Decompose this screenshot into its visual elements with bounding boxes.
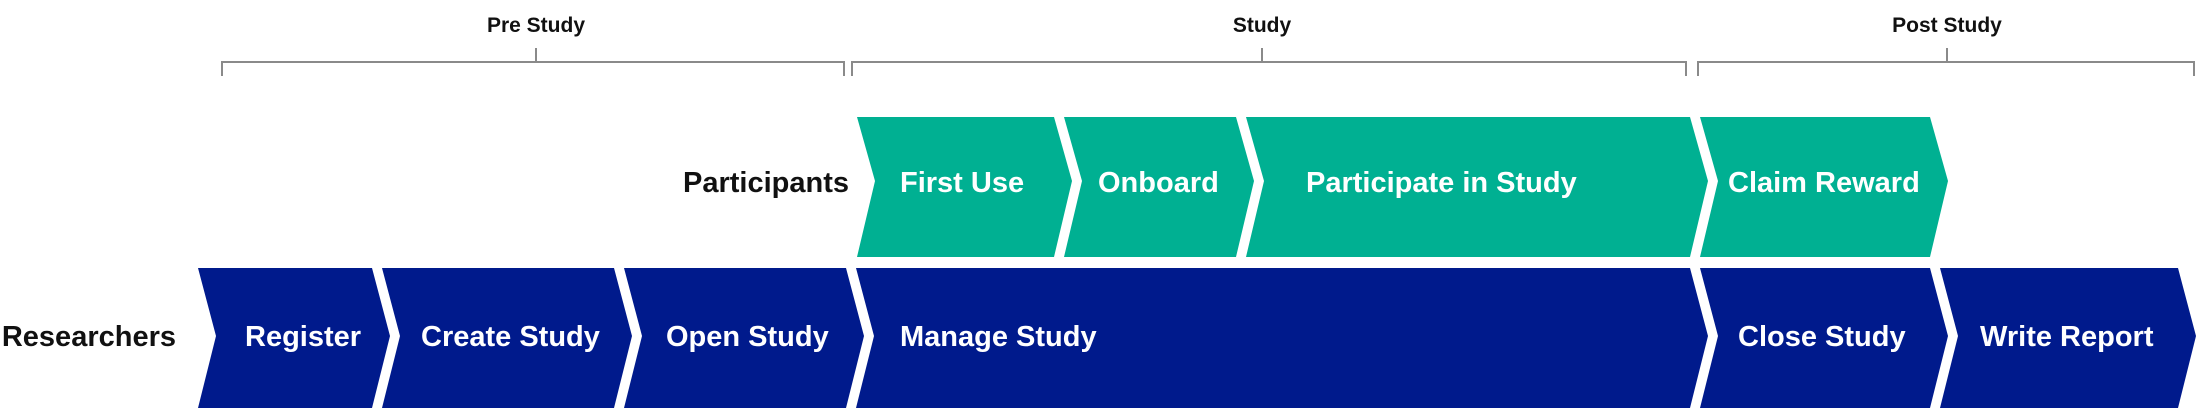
step-label: Participate in Study — [1306, 167, 1577, 199]
lane-label-participants: Participants — [683, 167, 849, 199]
phase-post-study: Post Study — [1697, 14, 2195, 76]
step-claim-reward: Claim Reward — [1700, 117, 1948, 257]
chevron-shape — [624, 268, 864, 408]
step-label: Onboard — [1098, 167, 1219, 199]
step-open-study: Open Study — [624, 268, 864, 408]
step-participate-in-study: Participate in Study — [1246, 117, 1708, 257]
chevron-shape — [382, 268, 632, 408]
step-manage-study: Manage Study — [856, 268, 1708, 408]
chevron-shape — [857, 117, 1072, 257]
step-label: Claim Reward — [1728, 167, 1920, 199]
chevron-shape — [198, 268, 390, 408]
chevron-shape — [1064, 117, 1254, 257]
step-register: Register — [198, 268, 390, 408]
step-label: Register — [245, 321, 361, 353]
step-label: Create Study — [421, 321, 600, 353]
step-first-use: First Use — [857, 117, 1072, 257]
chevron-shape — [1700, 268, 1948, 408]
phase-label-post-study: Post Study — [1892, 14, 2002, 37]
phase-pre-study: Pre Study — [221, 14, 845, 76]
step-close-study: Close Study — [1700, 268, 1948, 408]
step-label: Open Study — [666, 321, 829, 353]
step-onboard: Onboard — [1064, 117, 1254, 257]
step-label: Manage Study — [900, 321, 1097, 353]
phase-label-pre-study: Pre Study — [487, 14, 585, 37]
lane-label-researchers: Researchers — [2, 321, 176, 353]
phase-bracket-study — [851, 48, 1687, 76]
chevron-shape — [1246, 117, 1708, 257]
step-label: First Use — [900, 167, 1024, 199]
phase-study: Study — [851, 14, 1687, 76]
step-label: Close Study — [1738, 321, 1906, 353]
chevron-shape — [1940, 268, 2196, 408]
step-label: Write Report — [1980, 321, 2154, 353]
phase-label-study: Study — [1233, 14, 1292, 37]
phase-bracket-pre-study — [221, 48, 845, 76]
step-create-study: Create Study — [382, 268, 632, 408]
phase-bracket-post-study — [1697, 48, 2195, 76]
chevron-shape — [1700, 117, 1948, 257]
step-write-report: Write Report — [1940, 268, 2196, 408]
chevron-shape — [856, 268, 1708, 408]
